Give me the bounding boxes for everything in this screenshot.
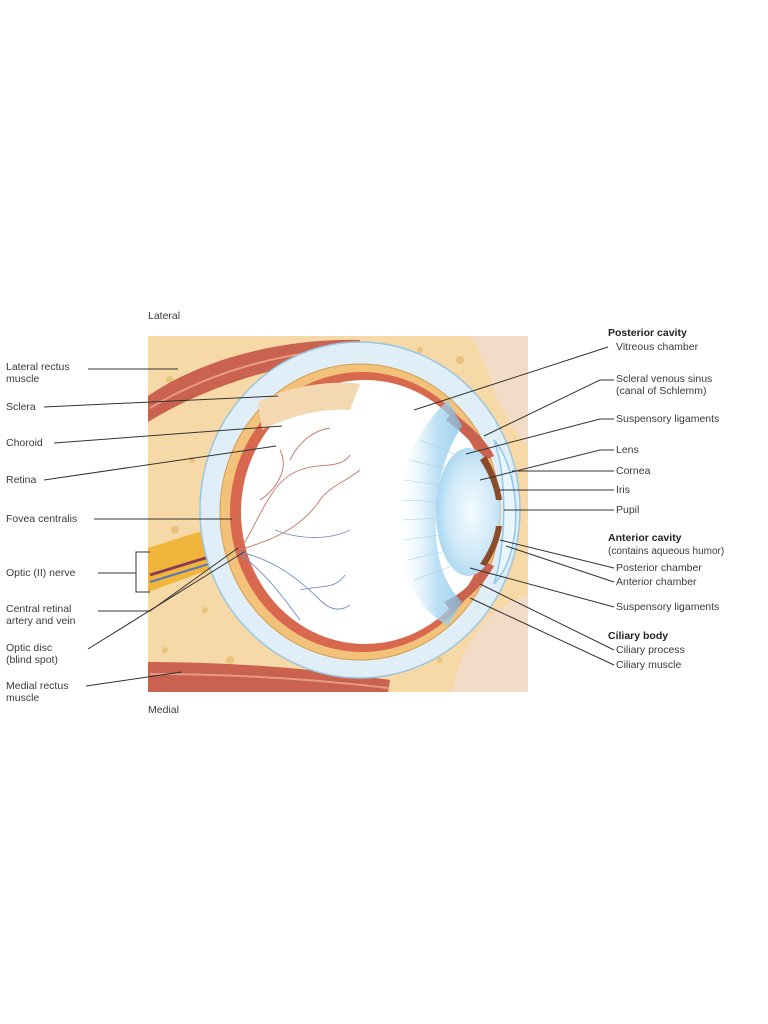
leader-medial-rectus: [85, 671, 183, 687]
iris-top: [480, 456, 502, 500]
leader-vitreous: [413, 346, 609, 411]
label-cornea: Cornea: [616, 465, 651, 477]
leader-scleral-venous-sinus: [483, 379, 614, 437]
label-ciliary-process: Ciliary process: [616, 644, 685, 656]
label-posterior-chamber: Posterior chamber: [616, 562, 702, 574]
upper-eyelid: [470, 336, 528, 446]
label-scleral-venous-sinus: Scleral venous sinus (canal of Schlemm): [616, 373, 713, 397]
label-retina: Retina: [6, 474, 37, 486]
leader-suspensory-top: [465, 418, 614, 455]
label-fovea-centralis: Fovea centralis: [6, 513, 78, 525]
label-sclera: Sclera: [6, 401, 36, 413]
medial-rectus-stripe: [149, 673, 389, 689]
cornea-shape: [493, 439, 517, 585]
leader-optic-nerve-bracket: [135, 551, 150, 593]
label-pupil: Pupil: [616, 504, 640, 516]
label-ciliary-body: Ciliary body: [608, 630, 669, 642]
anatomy-panel: [148, 336, 528, 692]
label-lens: Lens: [616, 444, 639, 456]
label-vitreous-chamber: Vitreous chamber: [616, 341, 699, 353]
leader-choroid: [53, 425, 283, 444]
leader-sclera: [43, 395, 279, 408]
label-optic-disc: Optic disc (blind spot): [6, 642, 58, 666]
lens-shape: [436, 448, 500, 576]
retinal-vessel-network: [239, 427, 361, 621]
leader-posterior-chamber: [499, 539, 615, 569]
lower-eyelid: [452, 596, 528, 692]
label-suspensory-ligaments-bottom: Suspensory ligaments: [616, 601, 720, 613]
label-medial-rectus-muscle: Medial rectus muscle: [6, 680, 69, 704]
leader-ciliary-process: [479, 583, 615, 651]
label-aqueous-humor: (contains aqueous humor): [608, 546, 725, 557]
label-anterior-chamber: Anterior chamber: [616, 576, 697, 588]
label-iris: Iris: [616, 484, 630, 496]
suspensory-ligament-fan: [396, 400, 462, 626]
orientation-top-label: Lateral: [148, 310, 181, 322]
label-anterior-cavity: Anterior cavity: [608, 532, 682, 544]
label-choroid: Choroid: [6, 437, 43, 449]
leader-suspensory-bottom: [469, 567, 615, 608]
choroid-band: [258, 382, 360, 430]
label-ciliary-muscle: Ciliary muscle: [616, 659, 682, 671]
leader-optic-disc: [87, 551, 245, 650]
orientation-bottom-label: Medial: [148, 704, 179, 716]
label-optic-nerve: Optic (II) nerve: [6, 567, 76, 579]
iris-bottom: [480, 526, 502, 566]
label-central-retinal-artery-and-vein: Central retinal artery and vein: [6, 603, 76, 627]
leader-lens: [479, 449, 614, 481]
label-lateral-rectus-muscle: Lateral rectus muscle: [6, 361, 70, 385]
leader-anterior-chamber: [505, 545, 615, 583]
leader-ciliary-muscle: [469, 597, 615, 666]
leader-lines: [43, 346, 615, 687]
leader-retina: [43, 445, 277, 481]
label-suspensory-ligaments-top: Suspensory ligaments: [616, 413, 720, 425]
label-posterior-cavity: Posterior cavity: [608, 327, 687, 339]
